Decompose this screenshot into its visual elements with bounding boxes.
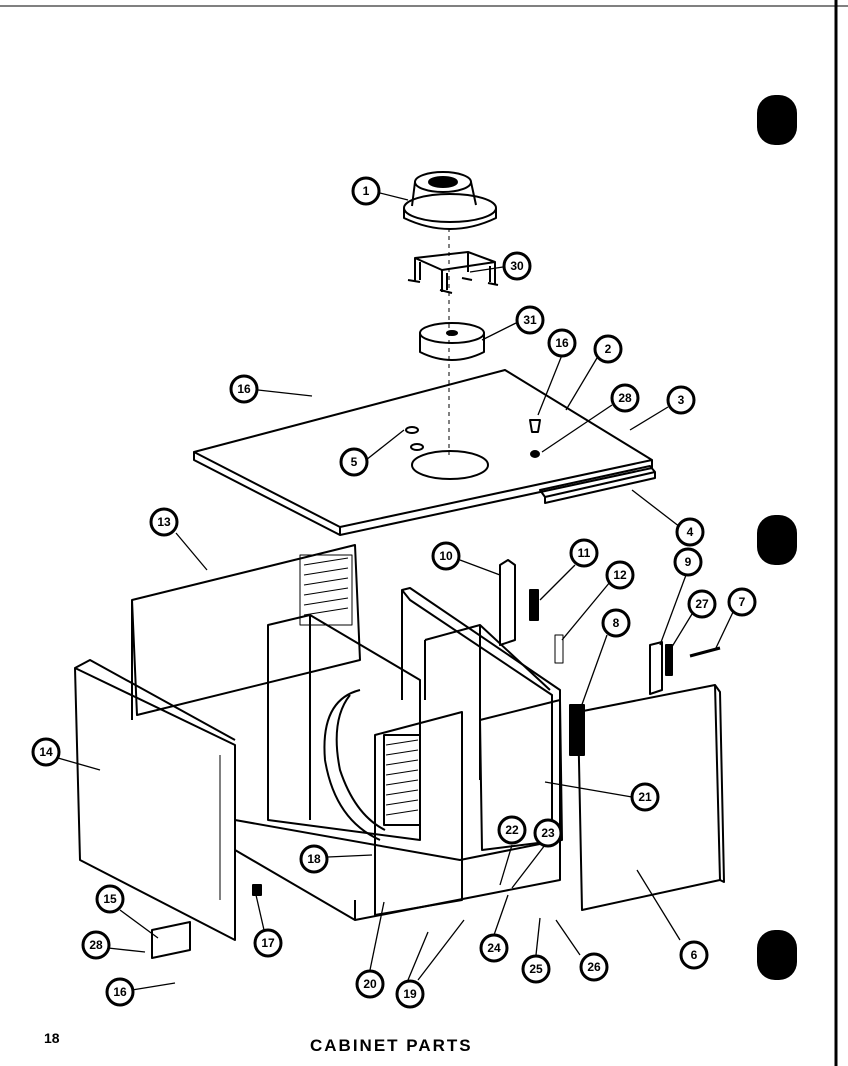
part-clip [252, 884, 262, 896]
callout-5: 5 [339, 447, 369, 477]
callout-2: 2 [593, 334, 623, 364]
callout-label: 15 [103, 892, 117, 906]
callout-label: 12 [613, 568, 627, 582]
leader-lines [57, 192, 735, 991]
callout-21: 21 [630, 782, 660, 812]
part-top-panel [193, 369, 653, 536]
callout-label: 4 [687, 525, 694, 539]
callout-label: 22 [505, 823, 519, 837]
part-plate [151, 921, 191, 959]
callout-4: 4 [675, 517, 705, 547]
part-motor-bracket [407, 251, 499, 294]
callout-label: 16 [237, 382, 251, 396]
part-divider-panel [479, 699, 563, 851]
callout-17: 17 [253, 928, 283, 958]
callout-label: 25 [529, 962, 543, 976]
callout-label: 9 [685, 555, 692, 569]
callout-30: 30 [502, 251, 532, 281]
callout-20: 20 [355, 969, 385, 999]
part-disc [419, 322, 485, 361]
callout-label: 18 [307, 852, 321, 866]
callout-label: 26 [587, 960, 601, 974]
part-blower-wheel [403, 171, 497, 230]
callout-label: 17 [261, 936, 275, 950]
callout-14: 14 [31, 737, 61, 767]
callout-label: 8 [613, 616, 620, 630]
callout-16: 16 [229, 374, 259, 404]
callout-label: 24 [487, 941, 501, 955]
callout-25: 25 [521, 954, 551, 984]
callout-27: 27 [687, 589, 717, 619]
callout-label: 1 [363, 184, 370, 198]
callout-24: 24 [479, 933, 509, 963]
callout-16: 16 [547, 328, 577, 358]
callout-label: 27 [695, 597, 709, 611]
callout-label: 20 [363, 977, 377, 991]
callout-label: 16 [113, 985, 127, 999]
callout-11: 11 [569, 538, 599, 568]
part-front-partition [374, 711, 463, 916]
callout-13: 13 [149, 507, 179, 537]
part-coil [569, 704, 585, 756]
callout-label: 19 [403, 987, 417, 1001]
part-blower-scroll [267, 614, 421, 841]
callout-9: 9 [673, 547, 703, 577]
callout-10: 10 [431, 541, 461, 571]
figure-caption: CABINET PARTS [310, 1036, 473, 1055]
callout-16: 16 [105, 977, 135, 1007]
callout-label: 28 [89, 938, 103, 952]
callout-31: 31 [515, 305, 545, 335]
callout-label: 23 [541, 826, 555, 840]
callout-23: 23 [533, 818, 563, 848]
part-base-pan [234, 790, 561, 921]
callout-label: 6 [691, 948, 698, 962]
callout-19: 19 [395, 979, 425, 1009]
callout-28: 28 [81, 930, 111, 960]
callout-12: 12 [605, 560, 635, 590]
part-rail-strip [539, 465, 656, 504]
callout-15: 15 [95, 884, 125, 914]
part-bracket [499, 559, 564, 664]
part-back-panel [131, 544, 361, 720]
part-right-side-panel [577, 684, 725, 911]
callout-label: 10 [439, 549, 453, 563]
callout-label: 5 [351, 455, 358, 469]
callout-label: 2 [605, 342, 612, 356]
callout-18: 18 [299, 844, 329, 874]
callout-28: 28 [610, 383, 640, 413]
callout-label: 11 [578, 546, 591, 560]
callout-label: 7 [739, 595, 746, 609]
callout-label: 13 [157, 515, 171, 529]
callout-8: 8 [601, 608, 631, 638]
callout-6: 6 [679, 940, 709, 970]
callout-label: 31 [523, 313, 537, 327]
callout-label: 14 [39, 745, 53, 759]
part-screw [529, 419, 541, 433]
callout-label: 21 [638, 790, 652, 804]
callout-26: 26 [579, 952, 609, 982]
callout-7: 7 [727, 587, 757, 617]
callout-label: 3 [678, 393, 685, 407]
callout-22: 22 [497, 815, 527, 845]
page-number: 18 [44, 1030, 60, 1046]
binder-holes [757, 95, 797, 980]
part-left-side-panel [74, 659, 236, 941]
callout-label: 30 [510, 259, 524, 273]
callout-1: 1 [351, 176, 381, 206]
callout-label: 28 [618, 391, 632, 405]
callout-3: 3 [666, 385, 696, 415]
callout-label: 16 [555, 336, 569, 350]
